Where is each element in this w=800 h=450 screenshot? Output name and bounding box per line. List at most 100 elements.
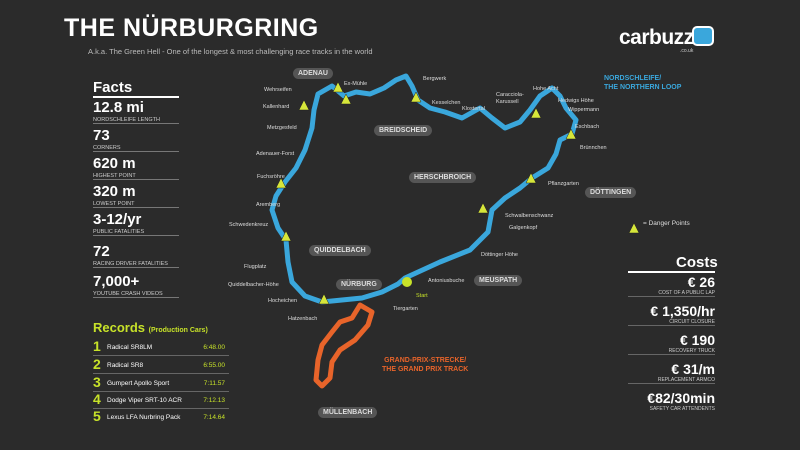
danger-point-icon: [525, 172, 537, 184]
cost-value: € 1,350/hr: [650, 303, 715, 319]
danger-point-icon: [280, 230, 292, 242]
facts-heading: Facts: [93, 79, 133, 96]
record-car: Radical SR8: [107, 362, 144, 369]
record-rank: 4: [93, 391, 101, 407]
logo-bubble-icon: [692, 26, 714, 46]
danger-point-icon: [298, 99, 310, 111]
town-breidscheid: BREIDSCHEID: [374, 125, 433, 136]
costs-heading: Costs: [676, 254, 718, 271]
cost-item: €82/30min SAFETY CAR ATTENDENTS: [628, 390, 715, 413]
logo-domain: .co.uk: [680, 48, 694, 54]
corner-label: Hocheichen: [268, 298, 298, 304]
carbuzz-logo[interactable]: carbuzz: [619, 26, 694, 49]
nordschleife-label-2: THE NORTHERN LOOP: [604, 84, 682, 91]
records-heading: Records (Production Cars): [93, 320, 208, 335]
corner-label: Hatzenbach: [288, 316, 318, 322]
fact-label: RACING DRIVER FATALITIES: [93, 261, 168, 267]
start-label: Start: [416, 293, 428, 299]
corner-label: Flugplatz: [244, 264, 267, 270]
fact-item: 7,000+ YOUTUBE CRASH VIDEOS: [93, 274, 179, 298]
record-row: 1 Radical SR8LM 6:48.00: [93, 339, 229, 356]
corner-label: Antoniusbuche: [428, 278, 465, 284]
cost-item: € 1,350/hr CIRCUIT CLOSURE: [628, 304, 715, 326]
cost-label: CIRCUIT CLOSURE: [669, 319, 715, 325]
corner-label: Fuchsröhre: [257, 174, 285, 180]
cost-value: € 190: [679, 332, 715, 348]
town-herschbroich: HERSCHBROICH: [409, 172, 477, 183]
record-time: 7:11.57: [203, 380, 225, 387]
page-subtitle: A.k.a. The Green Hell - One of the longe…: [88, 47, 373, 56]
corner-label: Schwedenkreuz: [229, 222, 269, 228]
fact-label: YOUTUBE CRASH VIDEOS: [93, 291, 163, 297]
danger-legend: = Danger Points: [643, 220, 690, 227]
record-car: Gumpert Apollo Sport: [107, 380, 170, 387]
danger-point-icon: [565, 128, 577, 140]
fact-item: 3-12/yr PUBLIC FATALITIES: [93, 212, 179, 236]
cost-item: € 26 COST OF A PUBLIC LAP: [628, 275, 715, 297]
record-row: 5 Lexus LFA Nurbring Pack 7:14.64: [93, 409, 229, 425]
cost-label: RECOVERY TRUCK: [668, 348, 715, 354]
danger-point-icon: [530, 107, 542, 119]
nordschleife-track: [269, 73, 579, 305]
grand-prix-track: [313, 302, 375, 389]
corner-label: Brünnchen: [580, 145, 607, 151]
town-mullenbach: MÜLLENBACH: [318, 407, 378, 418]
fact-value: 73: [93, 127, 110, 144]
corner-label: Döttinger Höhe: [481, 252, 518, 258]
record-rank: 2: [93, 356, 101, 372]
cost-value: € 31/m: [671, 361, 715, 377]
corner-label: Schwalbenschwanz: [505, 213, 554, 219]
corner-label: Metzgesfeld: [267, 125, 297, 131]
fact-item: 320 m LOWEST POINT: [93, 184, 179, 208]
corner-label: Pflanzgarten: [548, 181, 579, 187]
cost-item: € 31/m REPLACEMENT ARMCO: [628, 362, 715, 384]
nordschleife-label: NORDSCHLEIFE/ THE NORTHERN LOOP: [604, 74, 681, 92]
page-title: THE NÜRBURGRING: [64, 14, 319, 42]
record-car: Lexus LFA Nurbring Pack: [107, 414, 181, 421]
record-time: 7:12.13: [203, 397, 225, 404]
danger-point-icon: [410, 91, 422, 103]
record-rank: 5: [93, 408, 101, 424]
records-heading-text: Records: [93, 320, 146, 335]
corner-label: Wippermann: [568, 107, 600, 113]
cost-label: COST OF A PUBLIC LAP: [658, 290, 715, 296]
corner-label: Bergwerk: [423, 76, 447, 82]
costs-divider: [628, 271, 715, 273]
corner-label: Quiddelbacher-Höhe: [228, 282, 279, 288]
fact-value: 12.8 mi: [93, 99, 144, 116]
cost-value: €82/30min: [647, 390, 715, 406]
corner-label: Caracciola-: [496, 92, 524, 98]
town-nurburg: NÜRBURG: [336, 279, 382, 290]
record-rank: 3: [93, 374, 101, 390]
fact-label: CORNERS: [93, 145, 121, 151]
fact-item: 72 RACING DRIVER FATALITIES: [93, 244, 179, 268]
record-car: Dodge Viper SRT-10 ACR: [107, 397, 182, 404]
corner-label: Kallenhard: [263, 104, 290, 110]
record-car: Radical SR8LM: [107, 344, 153, 351]
fact-value: 72: [93, 243, 110, 260]
record-time: 6:55.00: [203, 362, 225, 369]
grand-prix-label: GRAND-PRIX-STRECKE/ THE GRAND PRIX TRACK: [382, 356, 468, 374]
nordschleife-label-1: NORDSCHLEIFE/: [604, 75, 662, 82]
danger-point-icon: [318, 293, 330, 305]
legend-text: = Danger Points: [643, 220, 690, 227]
grand-prix-label-2: THE GRAND PRIX TRACK: [382, 366, 469, 373]
cost-item: € 190 RECOVERY TRUCK: [628, 333, 715, 355]
corner-label: Tiergarten: [393, 306, 418, 312]
danger-point-icon: [340, 93, 352, 105]
danger-point-icon: [332, 81, 344, 93]
record-time: 7:14.64: [203, 414, 225, 421]
cost-label: REPLACEMENT ARMCO: [657, 377, 715, 383]
fact-item: 620 m HIGHEST POINT: [93, 156, 179, 180]
records-heading-sub: (Production Cars): [148, 327, 208, 334]
corner-label: Karussell: [496, 99, 519, 105]
corner-label: Aremberg: [256, 202, 281, 208]
fact-label: PUBLIC FATALITIES: [93, 229, 145, 235]
fact-value: 3-12/yr: [93, 211, 142, 228]
fact-value: 620 m: [93, 155, 136, 172]
record-rank: 1: [93, 338, 101, 354]
town-quiddelbach: QUIDDELBACH: [309, 245, 371, 256]
fact-label: LOWEST POINT: [93, 201, 135, 207]
corner-label: Wehrseifen: [264, 87, 292, 93]
